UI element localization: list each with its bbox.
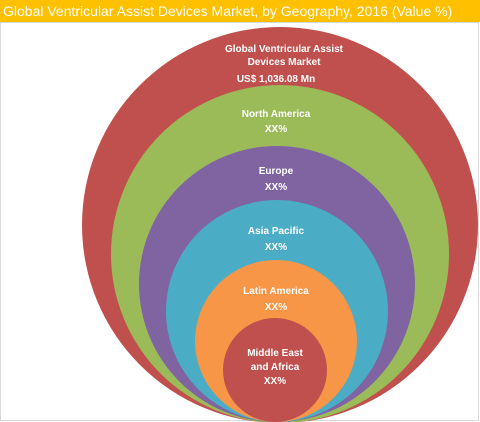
label-asia-pacific: Asia Pacific (248, 226, 305, 237)
label-global-line1: Global Ventricular Assist (225, 44, 344, 55)
value-mea: XX% (264, 376, 286, 387)
label-mea-line2: and Africa (251, 362, 300, 373)
ring-mea (223, 318, 327, 422)
label-north-america: North America (242, 109, 311, 120)
label-mea-line1: Middle East (247, 348, 303, 359)
value-europe: XX% (265, 182, 287, 193)
label-europe: Europe (259, 166, 294, 177)
chart-frame (0, 22, 479, 421)
value-asia-pacific: XX% (265, 242, 287, 253)
value-north-america: XX% (265, 124, 287, 135)
chart-title: Global Ventricular Assist Devices Market… (0, 0, 480, 22)
label-global-value: US$ 1,036.08 Mn (237, 74, 315, 85)
label-latin-america: Latin America (243, 286, 309, 297)
value-latin-america: XX% (265, 302, 287, 313)
label-global-line2: Devices Market (248, 57, 321, 68)
